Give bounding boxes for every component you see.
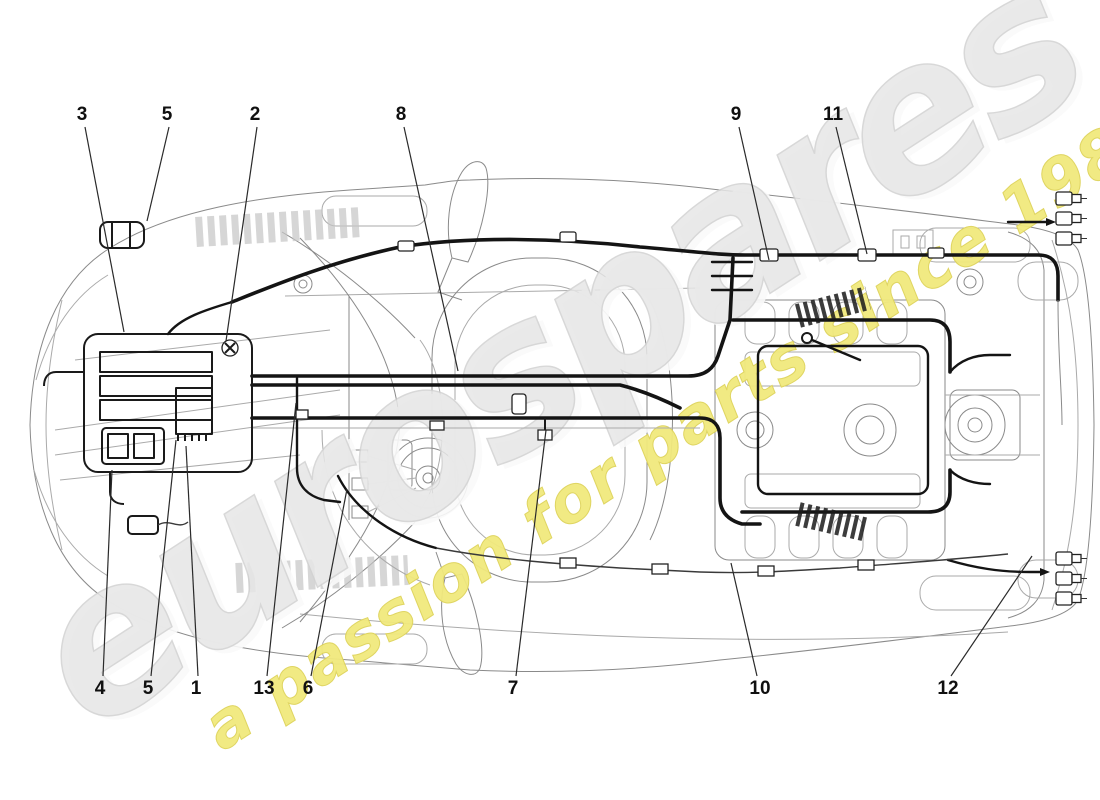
rear-connectors-bottom: [1055, 551, 1087, 606]
fuse-relay-box: [43, 300, 253, 505]
callout-7-leader: [515, 429, 547, 677]
battery: [101, 427, 165, 465]
callout-1-leader: [185, 445, 199, 677]
callout-5-leader: [146, 126, 170, 222]
callout-9-label: 9: [731, 104, 742, 125]
callout-4-leader: [102, 469, 113, 677]
callout-13-leader: [266, 402, 297, 677]
callout-7-label: 7: [508, 678, 519, 699]
hood-louvres-bottom: [235, 555, 409, 593]
callout-3-leader: [84, 126, 125, 333]
car-body-outline: [29, 177, 1095, 673]
callout-9-leader: [738, 126, 770, 261]
mirror-right: [435, 551, 483, 675]
callout-5-label: 5: [162, 104, 173, 125]
rocker-harness: [435, 547, 1009, 577]
callout-6-leader: [310, 488, 348, 677]
callout-10-label: 10: [749, 678, 770, 699]
rear-connectors-top: [1055, 191, 1087, 246]
callouts-layer: 3 5 2 8 9 11 4 5 1 13 6 7 10 12: [77, 104, 1033, 699]
callout-5-label: 5: [143, 678, 154, 699]
ecu-module: [175, 387, 213, 441]
bulb-symbol: [221, 339, 239, 357]
callout-12-label: 12: [937, 678, 958, 699]
callout-3-label: 3: [77, 104, 88, 125]
harness-connectors: [295, 231, 945, 431]
callout-12-leader: [950, 555, 1033, 677]
callout-13-label: 13: [253, 678, 274, 699]
hood-louvres-top: [195, 207, 363, 247]
front-small-part: [127, 515, 189, 535]
callout-1-label: 1: [191, 678, 202, 699]
callout-2-label: 2: [250, 104, 261, 125]
callout-8-leader: [403, 126, 459, 372]
callout-11-leader: [835, 126, 868, 255]
wiring-harness-main: [230, 218, 1063, 576]
callout-8-label: 8: [396, 104, 407, 125]
callout-5-leader: [150, 439, 177, 677]
callout-10-leader: [730, 562, 758, 677]
callout-2-leader: [225, 126, 258, 342]
mirror-left: [437, 161, 489, 301]
callout-4-label: 4: [95, 678, 106, 699]
callout-6-label: 6: [303, 678, 314, 699]
callout-11-label: 11: [823, 104, 844, 125]
engine-block: [714, 229, 984, 561]
front-lamp-bracket: [99, 221, 145, 249]
